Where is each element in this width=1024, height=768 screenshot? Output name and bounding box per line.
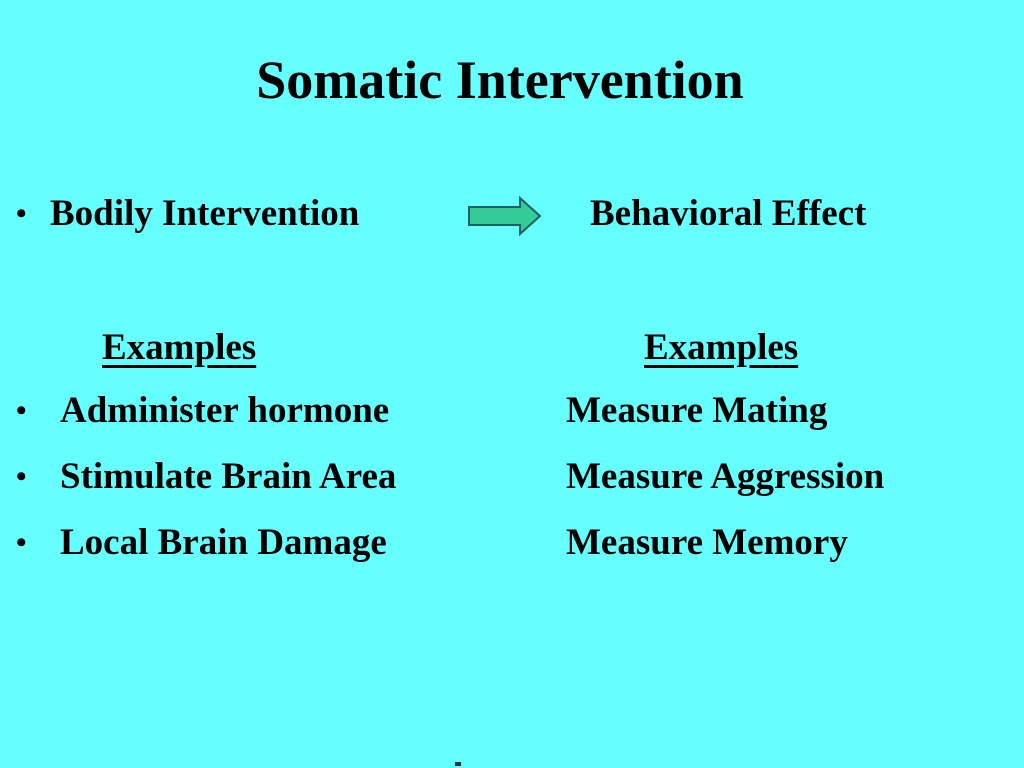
right-arrow-icon: [468, 196, 542, 236]
effect-item: Measure Aggression: [566, 456, 885, 497]
stray-mark: [455, 762, 461, 766]
effect-label: Behavioral Effect: [590, 193, 867, 234]
bullet-icon: •: [16, 526, 27, 559]
bullet-icon: •: [16, 394, 27, 427]
bullet-icon: •: [16, 460, 27, 493]
intervention-item: Stimulate Brain Area: [60, 456, 397, 497]
cause-label: Bodily Intervention: [50, 193, 360, 234]
right-examples-header: Examples: [644, 327, 799, 368]
intervention-item: Local Brain Damage: [60, 522, 387, 563]
slide-title: Somatic Intervention: [256, 50, 744, 110]
effect-item: Measure Mating: [566, 390, 828, 431]
effect-item: Measure Memory: [566, 522, 848, 563]
bullet-icon: •: [16, 197, 27, 230]
left-examples-header: Examples: [102, 327, 257, 368]
intervention-item: Administer hormone: [60, 390, 390, 431]
